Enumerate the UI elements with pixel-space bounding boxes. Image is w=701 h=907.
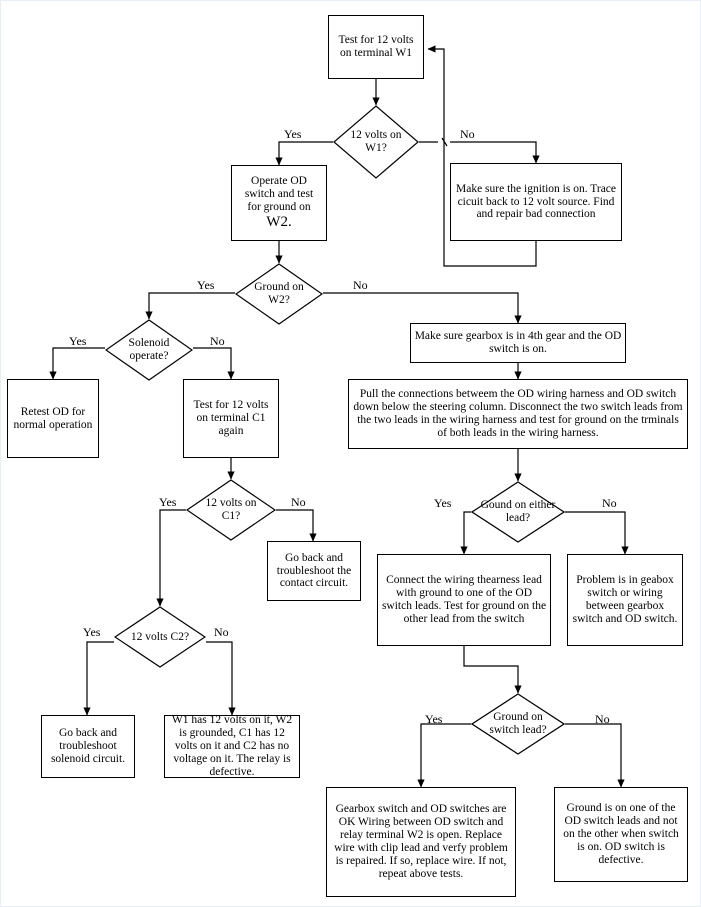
edge-label-yes-2: Yes (197, 278, 215, 292)
edge-d6-n12-no (206, 641, 236, 716)
node-pull-connections[interactable]: Pull the connections betweem the OD wiri… (348, 379, 688, 449)
node-test-12v-c1-again[interactable]: Test for 12 volts on terminal C1 again (183, 379, 279, 458)
diamond-shape (186, 479, 276, 541)
edge-n9-d7 (463, 646, 522, 694)
diamond-shape (235, 263, 323, 325)
node-text-line4: W2. (266, 213, 292, 230)
decision-12v-on-c1[interactable]: 12 volts on C1? (186, 479, 276, 541)
node-text: Test for 12 volts on terminal W1 (338, 34, 414, 59)
edge-d1-n2-yes (275, 141, 333, 166)
node-text: Problem is in geabox switch or wiring be… (572, 574, 678, 625)
edge-d1-n3-no (450, 141, 540, 164)
node-text: Make sure the ignition is on. Trace cicu… (455, 182, 617, 221)
node-text: Go back and troubleshoot solenoid circui… (50, 727, 126, 765)
diamond-shape (471, 481, 565, 543)
edge-d4-d6-yes (156, 509, 186, 607)
edge-label-no-3: No (210, 334, 225, 348)
node-text: Gearbox switch and OD switches are OK Wi… (334, 803, 508, 880)
node-text: W1 has 12 volts on it, W2 is grounded, C… (171, 714, 293, 778)
edge-label-no-4: No (291, 495, 306, 509)
decision-text: Ground on switch lead? (489, 711, 547, 736)
node-text: Retest OD for normal operation (13, 405, 93, 431)
edge-d3-n4-yes (49, 347, 105, 380)
edge-label-yes-5: Yes (434, 496, 452, 510)
edge-label-yes-7: Yes (425, 712, 443, 726)
edge-label-yes-3: Yes (69, 334, 87, 348)
node-make-sure-gearbox-4th[interactable]: Make sure gearbox is in 4th gear and the… (410, 323, 626, 363)
edge-d4-n8-no (276, 509, 317, 542)
edge-d6-n11-yes (83, 641, 114, 716)
edge-label-no-5: No (602, 496, 617, 510)
edge-label-no-1: No (460, 127, 475, 141)
node-connect-wiring-harness-lead[interactable]: Connect the wiring thearness lead with g… (377, 554, 551, 646)
diamond-shape (333, 105, 419, 179)
node-text: Pull the connections betweem the OD wiri… (353, 388, 683, 439)
decision-text: 12 volts on W1? (350, 129, 402, 154)
decision-text: Ground on W2? (254, 281, 304, 306)
node-go-back-solenoid-circuit[interactable]: Go back and troubleshoot solenoid circui… (41, 715, 135, 778)
node-retest-od-normal[interactable]: Retest OD for normal operation (7, 379, 99, 458)
decision-ground-either-lead[interactable]: Gound on either lead? (471, 481, 565, 543)
node-text-line3: for ground on (247, 201, 311, 214)
node-go-back-contact-circuit[interactable]: Go back and troubleshoot the contact cir… (267, 541, 361, 601)
diamond-shape (114, 606, 206, 668)
decision-12v-c2[interactable]: 12 volts C2? (114, 606, 206, 668)
node-gearbox-od-switches-ok[interactable]: Gearbox switch and OD switches are OK Wi… (326, 787, 516, 897)
node-test-12v-w1[interactable]: Test for 12 volts on terminal W1 (328, 15, 424, 79)
node-text: Connect the wiring thearness lead with g… (381, 574, 547, 625)
node-od-switch-defective[interactable]: Ground is on one of the OD switch leads … (554, 787, 688, 882)
node-problem-gearbox-switch[interactable]: Problem is in geabox switch or wiring be… (567, 554, 683, 646)
edge-label-no-6: No (214, 625, 229, 639)
edge-d7-n14-no (565, 723, 625, 788)
edge-hop-over (441, 137, 448, 147)
edge-label-yes-6: Yes (83, 625, 101, 639)
edge-label-no-2: No (353, 278, 368, 292)
decision-solenoid-operate[interactable]: Solenoid operate? (105, 319, 193, 381)
edge-d2-d3-yes (145, 292, 235, 320)
node-text: Test for 12 volts on terminal C1 again (193, 399, 269, 437)
decision-12v-on-w1[interactable]: 12 volts on W1? (333, 105, 419, 179)
decision-text: Gound on either lead? (480, 499, 556, 524)
node-text-line1: Operate OD (251, 175, 307, 188)
diamond-shape (105, 319, 193, 381)
edge-label-yes-1: Yes (284, 127, 302, 141)
diamond-shape (471, 693, 565, 755)
edge-d2-n6-no (323, 292, 522, 324)
edge-label-yes-4: Yes (159, 495, 177, 509)
node-text: Go back and troubleshoot the contact cir… (276, 551, 352, 590)
decision-ground-on-w2[interactable]: Ground on W2? (235, 263, 323, 325)
edge-label-no-7: No (595, 712, 610, 726)
node-text-line2: switch and test (244, 188, 314, 201)
edge-d3-n5-no (193, 347, 235, 380)
edge-d7-n13-yes (417, 723, 471, 788)
node-text: Make sure gearbox is in 4th gear and the… (414, 330, 622, 355)
node-operate-od-switch[interactable]: Operate OD switch and test for ground on… (231, 165, 327, 241)
node-make-sure-ignition-on[interactable]: Make sure the ignition is on. Trace cicu… (450, 163, 622, 241)
decision-text: Solenoid operate? (128, 337, 170, 362)
node-text: Ground is on one of the OD switch leads … (563, 802, 679, 866)
decision-ground-on-switch-lead[interactable]: Ground on switch lead? (471, 693, 565, 755)
edge-d5-n10-no (565, 511, 629, 555)
decision-text: 12 volts C2? (130, 630, 190, 643)
decision-text: 12 volts on C1? (205, 497, 257, 522)
edge-d5-n9-yes (460, 511, 471, 555)
node-relay-defective[interactable]: W1 has 12 volts on it, W2 is grounded, C… (164, 714, 300, 778)
